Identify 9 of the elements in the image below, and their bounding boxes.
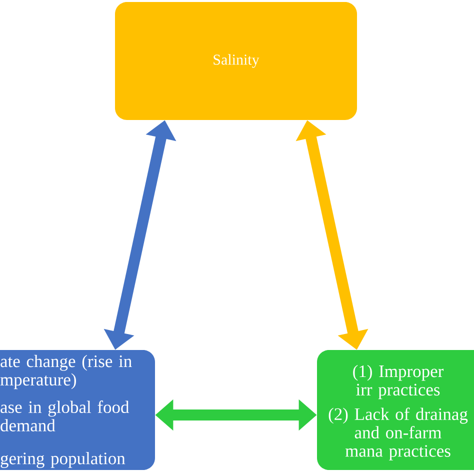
box-text: ate change (rise in mperature) bbox=[0, 354, 132, 390]
box-text: (2) Lack of drainag and on-farm mana practices bbox=[328, 408, 468, 460]
process-box bbox=[0, 350, 155, 470]
process-box bbox=[115, 2, 357, 120]
box-text: (1) Improper irr practices bbox=[353, 364, 444, 400]
box-text: Salinity bbox=[214, 54, 260, 68]
box-text: ase in global food demand bbox=[0, 400, 130, 432]
process-box bbox=[317, 350, 474, 470]
box-text: gering population bbox=[0, 452, 126, 468]
